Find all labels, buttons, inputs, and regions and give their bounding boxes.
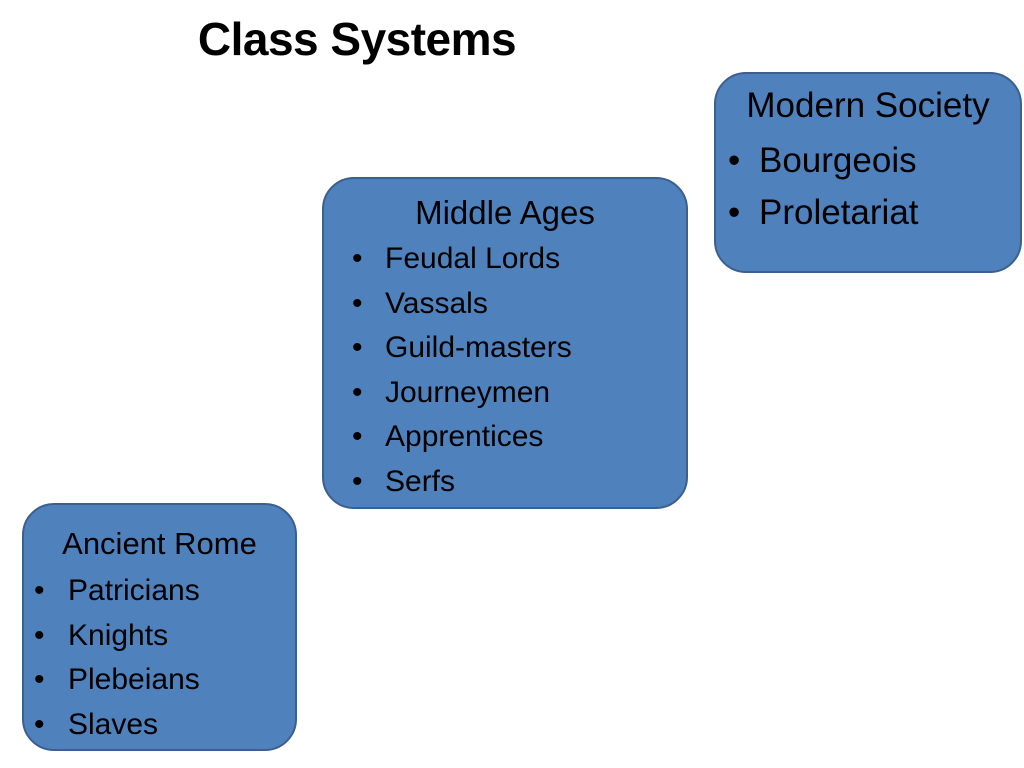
middle-ages-box: Middle Ages Feudal Lords Vassals Guild-m… (322, 177, 688, 509)
list-item: Knights (34, 614, 295, 659)
ancient-rome-box: Ancient Rome Patricians Knights Plebeian… (22, 503, 297, 751)
box-heading: Modern Society (746, 86, 990, 125)
bullet-list: Patricians Knights Plebeians Slaves (24, 569, 295, 747)
list-item: Plebeians (34, 658, 295, 703)
list-item: Proletariat (728, 187, 1020, 239)
list-item: Serfs (352, 460, 686, 505)
list-item: Patricians (34, 569, 295, 614)
box-heading: Ancient Rome (62, 526, 257, 561)
bullet-list: Feudal Lords Vassals Guild-masters Journ… (324, 237, 686, 504)
list-item: Journeymen (352, 371, 686, 416)
box-heading: Middle Ages (415, 194, 595, 231)
slide-title: Class Systems (197, 13, 517, 65)
list-item: Slaves (34, 703, 295, 748)
list-item: Guild-masters (352, 326, 686, 371)
list-item: Feudal Lords (352, 237, 686, 282)
list-item: Bourgeois (728, 135, 1020, 187)
list-item: Apprentices (352, 415, 686, 460)
list-item: Vassals (352, 282, 686, 327)
modern-society-box: Modern Society Bourgeois Proletariat (714, 72, 1022, 273)
bullet-list: Bourgeois Proletariat (716, 135, 1020, 239)
